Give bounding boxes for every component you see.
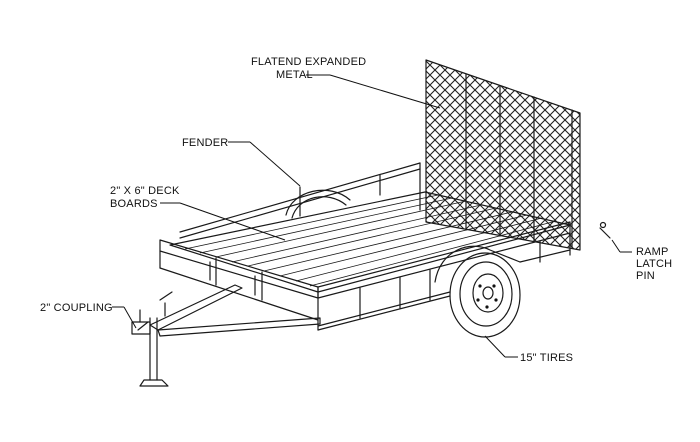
svg-text:FENDER: FENDER — [182, 137, 228, 149]
deck-label-line1: 2" X 6" DECK — [110, 185, 180, 197]
ramp-label-line1: RAMP — [636, 246, 669, 258]
wheel — [434, 245, 521, 338]
flatend-label-line1: FLATEND EXPANDED — [251, 56, 366, 68]
svg-text:LATCH: LATCH — [636, 258, 672, 270]
svg-text:RAMP: RAMP — [636, 246, 669, 258]
ramp-latch-pin — [599, 221, 611, 239]
svg-text:15" TIRES: 15" TIRES — [520, 352, 573, 364]
flatend-label-line2: METAL — [276, 69, 313, 81]
tongue-and-coupling — [131, 284, 321, 387]
ramp-gate — [425, 59, 581, 251]
svg-text:2" X 6" DECK: 2" X 6" DECK — [110, 185, 180, 197]
ramp-label-line2: LATCH — [636, 258, 672, 270]
svg-text:METAL: METAL — [276, 69, 313, 81]
svg-text:BOARDS: BOARDS — [110, 198, 158, 210]
coupling-label: 2" COUPLING — [40, 302, 113, 314]
svg-text:FLATEND EXPANDED: FLATEND EXPANDED — [251, 56, 366, 68]
svg-text:PIN: PIN — [636, 270, 655, 282]
near-side-rail — [159, 221, 571, 331]
svg-text:2" COUPLING: 2" COUPLING — [40, 302, 113, 314]
leader-lines — [112, 74, 632, 358]
deck-boards — [169, 191, 571, 293]
fender-label: FENDER — [182, 137, 228, 149]
fender — [285, 186, 351, 219]
tires-label: 15" TIRES — [520, 352, 573, 364]
ramp-label-line3: PIN — [636, 270, 655, 282]
deck-label-line2: BOARDS — [110, 198, 158, 210]
